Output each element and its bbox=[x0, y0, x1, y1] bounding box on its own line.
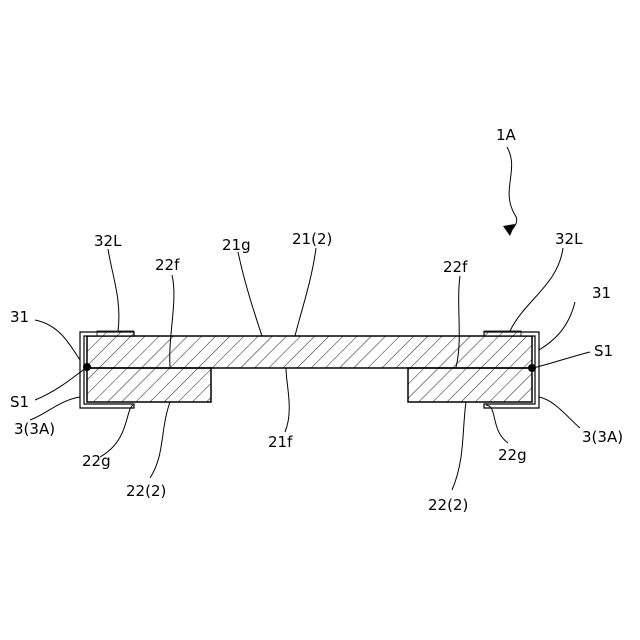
left-s1-label: S1 bbox=[10, 393, 29, 411]
bottom-surface-label: 21f bbox=[268, 433, 293, 451]
right-block-leader bbox=[452, 402, 466, 490]
right-22g-leader bbox=[486, 405, 508, 443]
top-plate bbox=[87, 336, 532, 368]
assembly-leader bbox=[507, 147, 517, 232]
right-side-label: 31 bbox=[592, 284, 611, 302]
left-block bbox=[87, 368, 211, 402]
left-s1-leader bbox=[35, 367, 87, 400]
right-terminal-label: 3(3A) bbox=[582, 428, 623, 446]
assembly-label: 1A bbox=[496, 126, 517, 144]
left-22g-label: 22g bbox=[82, 452, 111, 470]
left-22f-label: 22f bbox=[155, 256, 180, 274]
right-terminal-leader bbox=[539, 397, 580, 428]
right-block-label: 22(2) bbox=[428, 496, 468, 514]
right-side-leader bbox=[539, 302, 575, 350]
right-22g-label: 22g bbox=[498, 446, 527, 464]
left-side-leader bbox=[35, 320, 80, 360]
top-surface-label: 21g bbox=[222, 236, 251, 254]
left-block-label: 22(2) bbox=[126, 482, 166, 500]
left-22g-leader bbox=[100, 405, 133, 457]
top-plate-label: 21(2) bbox=[292, 230, 332, 248]
left-lip-leader bbox=[108, 249, 119, 331]
right-s1-leader bbox=[533, 352, 590, 368]
top-surface-leader bbox=[238, 252, 262, 336]
left-lip-label: 32L bbox=[94, 232, 122, 250]
right-s1-label: S1 bbox=[594, 342, 613, 360]
right-22f-label: 22f bbox=[443, 258, 468, 276]
right-terminal-lip bbox=[484, 331, 521, 336]
left-terminal-leader bbox=[30, 397, 80, 420]
right-lip-label: 32L bbox=[555, 230, 583, 248]
left-terminal-lip bbox=[97, 331, 134, 336]
bottom-surface-leader bbox=[285, 368, 289, 432]
right-block bbox=[408, 368, 532, 402]
top-plate-leader bbox=[295, 248, 316, 336]
left-side-label: 31 bbox=[10, 308, 29, 326]
right-lip-leader bbox=[510, 248, 563, 331]
left-terminal-label: 3(3A) bbox=[14, 420, 55, 438]
left-block-leader bbox=[150, 402, 170, 478]
leader-lines bbox=[30, 147, 590, 490]
assembly-arrowhead bbox=[503, 224, 515, 236]
